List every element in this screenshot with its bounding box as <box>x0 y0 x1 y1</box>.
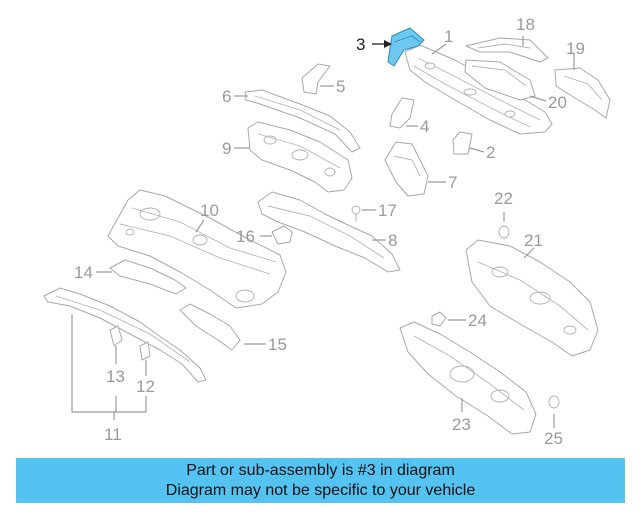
callout-7: 7 <box>448 173 457 192</box>
part-23-insulator <box>399 321 537 435</box>
part-14-brace <box>109 259 187 295</box>
callout-24: 24 <box>468 311 487 330</box>
callout-labels: 3 1 18 19 20 5 6 9 4 2 7 10 16 8 17 14 1… <box>74 15 585 448</box>
leader-lines <box>71 36 575 428</box>
banner-line-1: Part or sub-assembly is #3 in diagram <box>186 462 455 479</box>
part-3-bracket-highlighted <box>387 27 425 67</box>
callout-18: 18 <box>516 15 535 34</box>
callout-4: 4 <box>420 117 429 136</box>
part-10-cowl-panel <box>107 189 287 309</box>
callout-9: 9 <box>222 139 231 158</box>
part-25-plug <box>548 395 560 409</box>
part-6-strip <box>244 89 361 153</box>
part-1-cowl-top <box>404 44 553 135</box>
part-15-brace <box>179 303 241 351</box>
part-12-clip <box>139 341 151 361</box>
part-21-insulator <box>465 239 599 357</box>
callout-11: 11 <box>104 425 122 444</box>
callout-25: 25 <box>544 429 563 448</box>
callout-21: 21 <box>524 231 543 250</box>
part-9-dash-panel <box>247 121 353 193</box>
part-8-rail <box>257 191 401 273</box>
callout-20: 20 <box>548 93 567 112</box>
parts-diagram: 3 1 18 19 20 5 6 9 4 2 7 10 16 8 17 14 1… <box>43 15 611 448</box>
part-19-side-panel <box>554 67 611 119</box>
part-11-side-member <box>43 287 207 383</box>
callout-13: 13 <box>106 367 125 386</box>
callout-8: 8 <box>388 231 397 250</box>
part-7-reinforcement <box>384 141 429 197</box>
callout-1: 1 <box>444 27 453 46</box>
part-22-plug <box>498 225 510 239</box>
callout-14: 14 <box>74 263 93 282</box>
part-24-clip <box>431 311 447 327</box>
info-banner: Part or sub-assembly is #3 in diagram Di… <box>16 458 625 503</box>
callout-2: 2 <box>486 143 495 162</box>
callout-16: 16 <box>236 227 255 246</box>
callout-23: 23 <box>452 415 471 434</box>
banner-line-2: Diagram may not be specific to your vehi… <box>165 482 476 499</box>
callout-15: 15 <box>268 335 287 354</box>
callout-5: 5 <box>336 77 345 96</box>
part-4-bracket <box>389 97 415 129</box>
callout-19: 19 <box>566 39 585 58</box>
callout-12: 12 <box>136 377 155 396</box>
part-20-grille <box>464 59 536 101</box>
part-2-plate <box>452 131 473 155</box>
part-17-bolt <box>351 205 361 222</box>
callout-3: 3 <box>356 35 365 54</box>
part-18-trim <box>465 37 549 63</box>
callout-10: 10 <box>200 201 219 220</box>
callout-6: 6 <box>222 87 231 106</box>
part-13-clip <box>109 325 123 347</box>
part-5-clip <box>301 63 331 95</box>
callout-22: 22 <box>494 189 513 208</box>
part-16-grommet <box>271 225 293 245</box>
callout-17: 17 <box>378 201 397 220</box>
